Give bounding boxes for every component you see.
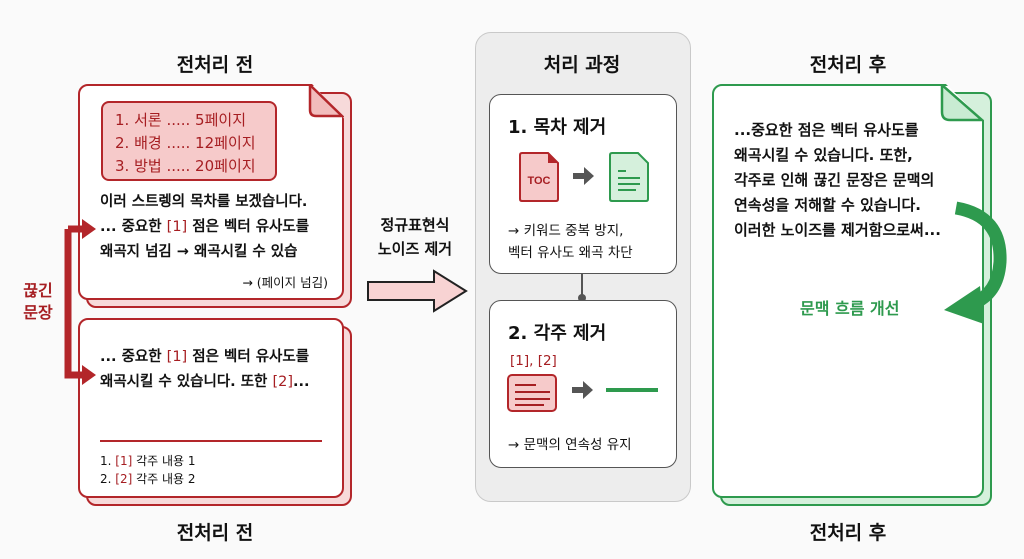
before-page-2 (78, 318, 344, 498)
step-title: 2. 각주 제거 (508, 323, 607, 344)
page1-line: 이러 스트렝의 목차를 보겠습니다. (100, 194, 308, 210)
step-footnote-removal: 2. 각주 제거 [1], [2] → 문맥의 연속성 유지 (489, 300, 677, 468)
after-page (712, 84, 984, 498)
step-desc: → 키워드 중복 방지, (508, 223, 624, 239)
footnote-to-line-icon (507, 374, 658, 412)
process-title: 처리 과정 (543, 54, 621, 76)
toc-line: 3. 방법 ..... 20페이지 (115, 157, 256, 175)
after-title-top: 전처리 후 (809, 54, 887, 76)
svg-text:TOC: TOC (527, 175, 550, 187)
toc-to-doc-icon: TOC (519, 152, 649, 202)
before-title-bottom: 전처리 전 (176, 522, 254, 544)
footnote-divider (100, 440, 322, 442)
step-desc: → 문맥의 연속성 유지 (508, 437, 632, 453)
page2-line: 왜곡시킬 수 있습니다. 또한 [2]... (100, 374, 310, 390)
step-toc-removal: 1. 목차 제거 TOC → 키워드 중복 방지, 벡터 유사도 왜곡 차단 (489, 94, 677, 274)
page1-line: 왜곡지 넘김 → 왜곡시킬 수 있습 (100, 244, 298, 260)
toc-box: 1. 서론 ..... 5페이지 2. 배경 ..... 12페이지 3. 방법… (101, 101, 277, 181)
footnote-refs: [1], [2] (510, 353, 557, 369)
footnote: 2. [2] 각주 내용 2 (100, 472, 196, 486)
before-title-top: 전처리 전 (176, 54, 254, 76)
toc-line: 1. 서론 ..... 5페이지 (115, 111, 246, 129)
connector-dot (578, 294, 586, 302)
curved-arrow-icon (944, 201, 1007, 324)
after-title-bottom: 전처리 후 (809, 522, 887, 544)
page-break-note: → (페이지 넘김) (242, 275, 328, 290)
footnote: 1. [1] 각주 내용 1 (100, 454, 196, 468)
folded-corner-icon (308, 84, 344, 118)
bracket-arrow-icon (64, 219, 96, 385)
step-title: 1. 목차 제거 (508, 117, 607, 138)
page1-line: ... 중요한 [1] 점은 벡터 유사도를 (100, 219, 310, 235)
step-desc: 벡터 유사도 왜곡 차단 (508, 245, 633, 261)
right-arrow-icon (367, 269, 468, 313)
connector (581, 272, 583, 300)
folded-corner-icon (940, 84, 984, 122)
page2-line: ... 중요한 [1] 점은 벡터 유사도를 (100, 349, 310, 365)
toc-line: 2. 배경 ..... 12페이지 (115, 134, 256, 152)
flow-improvement-label: 문맥 흐름 개선 (800, 299, 900, 318)
